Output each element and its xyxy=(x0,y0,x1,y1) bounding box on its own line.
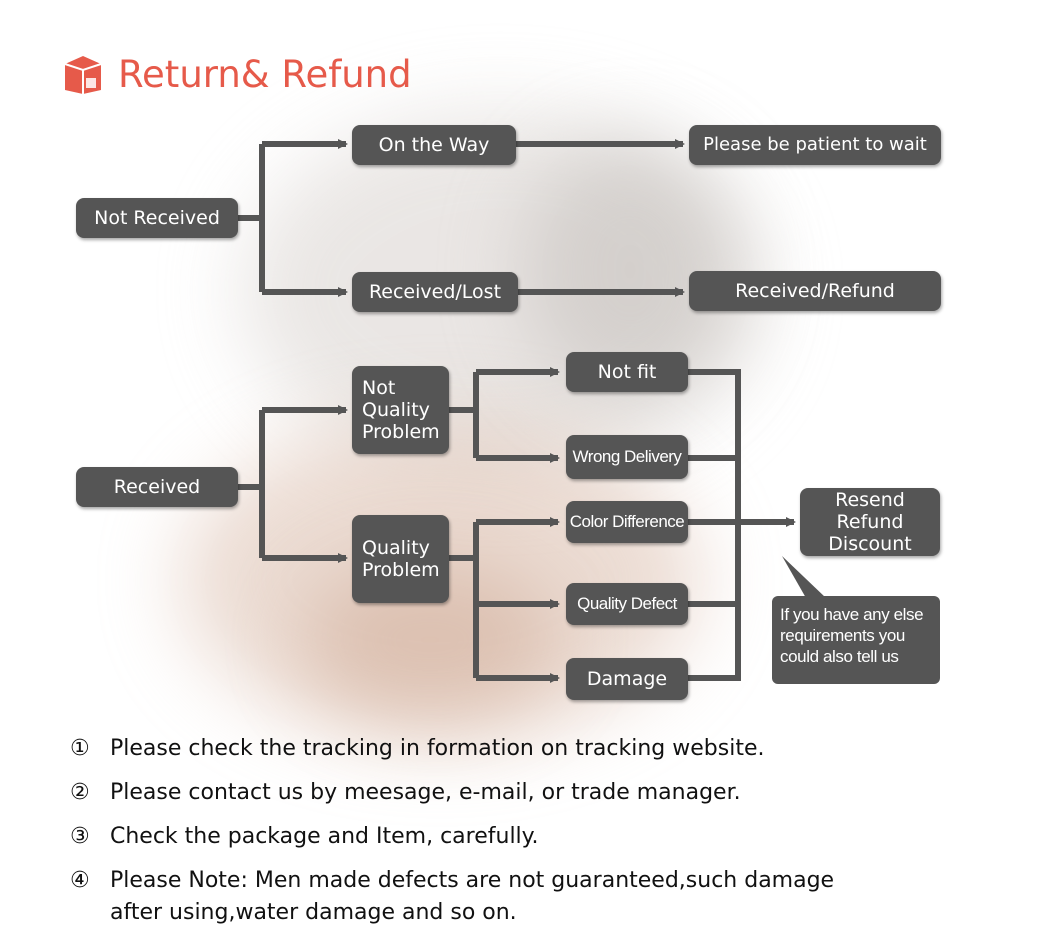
node-not-fit: Not fit xyxy=(566,352,688,392)
note-text: Check the package and Item, carefully. xyxy=(110,824,539,849)
callout-pointer xyxy=(782,556,826,598)
callout-other-requirements: If you have any else requirements you co… xyxy=(772,596,940,684)
node-wrong-delivery: Wrong Delivery xyxy=(566,435,688,479)
node-damage: Damage xyxy=(566,658,688,700)
node-received: Received xyxy=(76,467,238,507)
node-color-difference: Color Difference xyxy=(566,501,688,543)
node-not-received: Not Received xyxy=(76,198,238,238)
note-text: Please Note: Men made defects are not gu… xyxy=(110,868,835,925)
node-received-lost: Received/Lost xyxy=(352,272,518,312)
node-quality-defect: Quality Defect xyxy=(566,583,688,625)
note-number: ④ xyxy=(70,868,90,893)
notes-list: ① Please check the tracking in formation… xyxy=(70,733,970,939)
page-header: Return& Refund xyxy=(62,50,412,98)
node-received-refund: Received/Refund xyxy=(689,271,941,311)
page-title: Return& Refund xyxy=(118,52,412,96)
note-item: ④ Please Note: Men made defects are not … xyxy=(70,865,970,929)
box-icon xyxy=(64,56,102,94)
note-number: ③ xyxy=(70,824,90,849)
node-not-quality-problem: Not Quality Problem xyxy=(352,366,449,454)
node-on-the-way: On the Way xyxy=(352,125,516,165)
node-quality-problem: Quality Problem xyxy=(352,515,449,603)
note-text: Please contact us by meesage, e-mail, or… xyxy=(110,780,741,805)
node-please-be-patient: Please be patient to wait xyxy=(689,125,941,165)
note-item: ③ Check the package and Item, carefully. xyxy=(70,821,970,853)
note-number: ② xyxy=(70,780,90,805)
note-text: Please check the tracking in formation o… xyxy=(110,736,765,761)
node-resend-refund-discount: Resend Refund Discount xyxy=(800,488,940,556)
note-item: ② Please contact us by meesage, e-mail, … xyxy=(70,777,970,809)
note-item: ① Please check the tracking in formation… xyxy=(70,733,970,765)
note-number: ① xyxy=(70,736,90,761)
